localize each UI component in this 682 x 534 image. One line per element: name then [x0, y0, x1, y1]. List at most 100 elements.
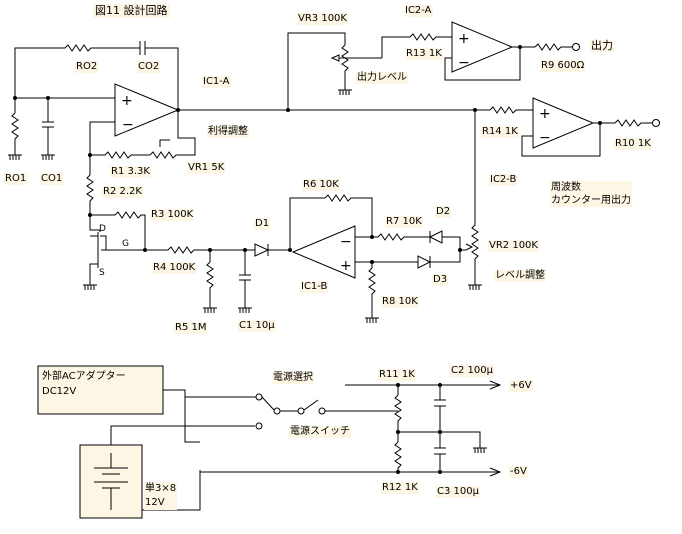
resistor-r10	[614, 119, 652, 127]
label-gain-adjust: 利得調整	[207, 126, 249, 138]
capacitor-c2	[434, 385, 446, 432]
label-freq-counter-output: 周波数 カウンター用出力	[550, 181, 632, 207]
ic2-b-opamp: + −	[532, 97, 595, 149]
ground-psu	[473, 447, 487, 453]
label-vr2: VR2 100K	[488, 240, 539, 252]
label-ic2a: IC2-A	[404, 5, 433, 17]
label-output-level: 出力レベル	[356, 72, 408, 84]
label-r8: R8 10K	[381, 296, 419, 308]
label-r14: R14 1K	[481, 126, 519, 138]
label-co2: CO2	[137, 61, 161, 73]
resistor-r4	[145, 246, 255, 254]
ext-adapter-box	[37, 365, 164, 415]
potentiometer-vr1	[149, 110, 196, 159]
ground-r8	[365, 317, 379, 323]
fet-transistor	[89, 215, 145, 285]
label-r1: R1 3.3K	[110, 166, 151, 178]
label-level-adjust: レベル調整	[494, 270, 546, 282]
potentiometer-vr3	[330, 44, 382, 90]
resistor-r2	[86, 174, 94, 215]
label-r13: R13 1K	[405, 48, 443, 60]
resistor-r13	[409, 33, 452, 41]
label-pin-d: D	[99, 224, 106, 234]
label-pin-s: S	[99, 268, 105, 278]
ground-c1	[238, 307, 252, 313]
label-c1: C1 10μ	[238, 320, 276, 332]
label-r12: R12 1K	[381, 482, 419, 494]
battery-symbol	[94, 453, 128, 510]
svg-text:+: +	[121, 93, 133, 109]
diagram-title: 図11 設計回路	[93, 4, 170, 18]
label-r10: R10 1K	[614, 138, 652, 150]
label-r4: R4 100K	[152, 262, 197, 274]
ground-r5	[203, 307, 217, 313]
resistor-r1	[90, 151, 150, 159]
label-r6: R6 10K	[302, 179, 340, 191]
label-battery: 単3×8 12V	[144, 482, 178, 510]
label-external-adapter: 外部ACアダプター DC12V	[42, 371, 126, 397]
capacitor-c1	[239, 274, 251, 308]
label-ro1: RO1	[4, 173, 28, 185]
label-r3: R3 100K	[150, 209, 195, 221]
label-r2: R2 2.2K	[102, 186, 143, 198]
label-c3: C3 100μ	[436, 486, 480, 498]
label-power-select: 電源選択	[272, 372, 314, 384]
label-c2: C2 100μ	[450, 365, 494, 377]
resistor-r8	[368, 267, 376, 318]
svg-text:−: −	[539, 130, 551, 146]
label-vr1: VR1 5K	[187, 162, 226, 174]
label-vr3: VR3 100K	[297, 13, 348, 25]
resistor-r14	[489, 106, 533, 114]
power-switch-lever	[303, 399, 319, 411]
output-terminal	[572, 43, 580, 51]
svg-text:+: +	[458, 31, 470, 47]
label-plus-6v: +6V	[509, 380, 533, 392]
resistor-r5	[206, 261, 214, 308]
svg-text:+: +	[539, 106, 551, 122]
label-r9: R9 600Ω	[540, 60, 586, 72]
ground-co1	[41, 154, 55, 160]
resistor-ro2	[64, 44, 125, 52]
diode-d1	[254, 243, 290, 257]
potentiometer-vr2	[465, 110, 479, 285]
label-output: 出力	[590, 39, 614, 52]
ground-ro1	[8, 154, 22, 160]
label-ic2b: IC2-B	[489, 174, 518, 186]
svg-text:−: −	[458, 55, 470, 71]
ic1-b-opamp: − +	[291, 225, 356, 279]
resistor-r12	[394, 441, 402, 472]
counter-terminal	[652, 119, 660, 127]
capacitor-co1	[42, 121, 54, 155]
ic1-a-opamp: + −	[114, 83, 180, 137]
resistor-r7	[377, 233, 420, 241]
label-power-switch: 電源スイッチ	[289, 426, 351, 438]
label-pin-g: G	[122, 239, 129, 249]
diode-d2	[420, 230, 461, 248]
ground-vr2	[468, 284, 482, 290]
ic2-a-opamp: + −	[451, 21, 514, 73]
svg-text:−: −	[340, 234, 352, 250]
label-minus-6v: -6V	[509, 466, 528, 478]
label-co1: CO1	[40, 173, 64, 185]
label-r11: R11 1K	[378, 369, 416, 381]
resistor-r11	[394, 394, 402, 432]
label-d1: D1	[254, 218, 271, 230]
capacitor-co2	[125, 41, 179, 110]
label-d3: D3	[432, 274, 449, 286]
diode-d3	[372, 255, 461, 269]
label-d2: D2	[435, 206, 452, 218]
label-ro2: RO2	[75, 61, 99, 73]
capacitor-c3	[434, 432, 446, 472]
svg-text:+: +	[340, 258, 352, 274]
svg-text:−: −	[122, 117, 134, 133]
resistor-r3	[90, 211, 146, 250]
label-r5: R5 1M	[174, 322, 208, 334]
resistor-r9	[534, 43, 572, 51]
ground-fet	[83, 284, 97, 290]
resistor-r6	[324, 194, 373, 237]
label-r7: R7 10K	[385, 216, 423, 228]
label-ic1b: IC1-B	[300, 281, 329, 293]
select-switch-lever	[261, 396, 275, 411]
